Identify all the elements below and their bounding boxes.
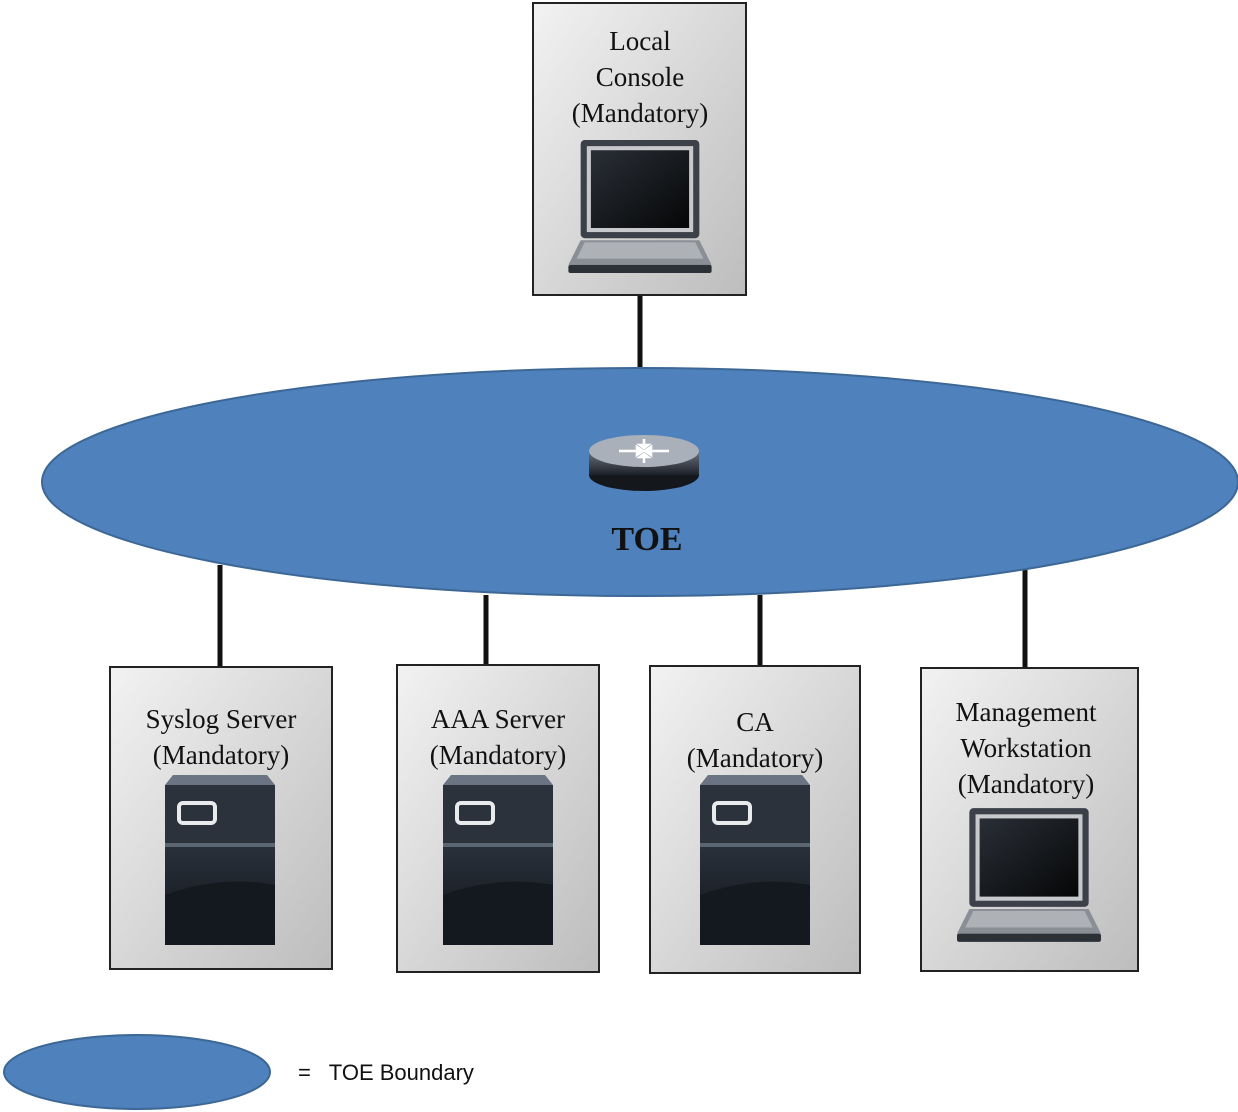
node-label-line: Management bbox=[956, 697, 1097, 727]
node-label-line: Workstation bbox=[960, 733, 1092, 763]
legend-label: = TOE Boundary bbox=[298, 1060, 474, 1085]
router-icon bbox=[589, 433, 699, 493]
node-label-line: (Mandatory) bbox=[153, 740, 289, 770]
node-label-line: Console bbox=[596, 62, 685, 92]
toe-label: TOE bbox=[611, 521, 682, 558]
node-label-line: AAA Server bbox=[431, 704, 565, 734]
server-icon bbox=[700, 775, 810, 945]
node-label-line: Local bbox=[609, 26, 670, 56]
server-icon bbox=[443, 775, 553, 945]
legend: = TOE Boundary bbox=[3, 1034, 474, 1110]
laptop-icon bbox=[568, 140, 712, 273]
legend-ellipse bbox=[3, 1034, 271, 1110]
node-local-console: Local Console (Mandatory) bbox=[532, 2, 747, 296]
node-label-line: (Mandatory) bbox=[687, 743, 823, 773]
node-label-line: (Mandatory) bbox=[430, 740, 566, 770]
laptop-icon bbox=[957, 808, 1101, 942]
node-aaa-server: AAA Server (Mandatory) bbox=[396, 664, 600, 973]
node-label-line: (Mandatory) bbox=[958, 769, 1094, 799]
connectors bbox=[217, 295, 1028, 668]
node-syslog-server: Syslog Server (Mandatory) bbox=[109, 666, 333, 970]
server-icon bbox=[165, 775, 275, 945]
node-label-line: Syslog Server bbox=[146, 704, 297, 734]
node-label-line: (Mandatory) bbox=[572, 98, 708, 128]
node-label-line: CA bbox=[736, 707, 774, 737]
node-management-workstation: Management Workstation (Mandatory) bbox=[920, 667, 1139, 972]
node-ca: CA (Mandatory) bbox=[649, 665, 861, 974]
